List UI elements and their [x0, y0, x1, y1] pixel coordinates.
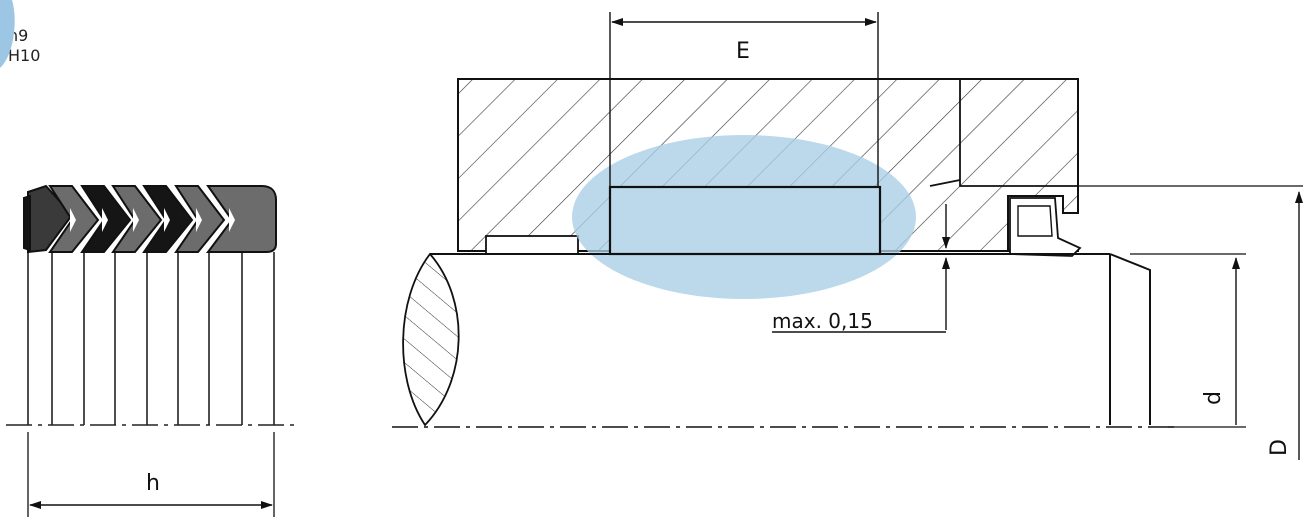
clearance-dimension-label: max. 0,15	[772, 309, 873, 333]
left-guide-ring	[485, 235, 579, 255]
shaft-break	[402, 252, 460, 427]
height-dimension-label: h	[146, 471, 160, 496]
inner-diameter-label: d	[1201, 391, 1226, 405]
assembly-section: E max. 0,15 d D	[392, 12, 1303, 460]
shaft-chamfer	[1109, 253, 1151, 425]
tolerance-highlight	[0, 0, 15, 68]
chevron-seal-stack: h	[6, 184, 300, 517]
bore-tolerance-label: H10	[8, 46, 41, 65]
groove-highlight	[572, 135, 916, 299]
length-dimension-label: E	[736, 39, 750, 64]
seal-head-ring	[206, 185, 277, 253]
outer-diameter-label: D	[1267, 439, 1292, 456]
